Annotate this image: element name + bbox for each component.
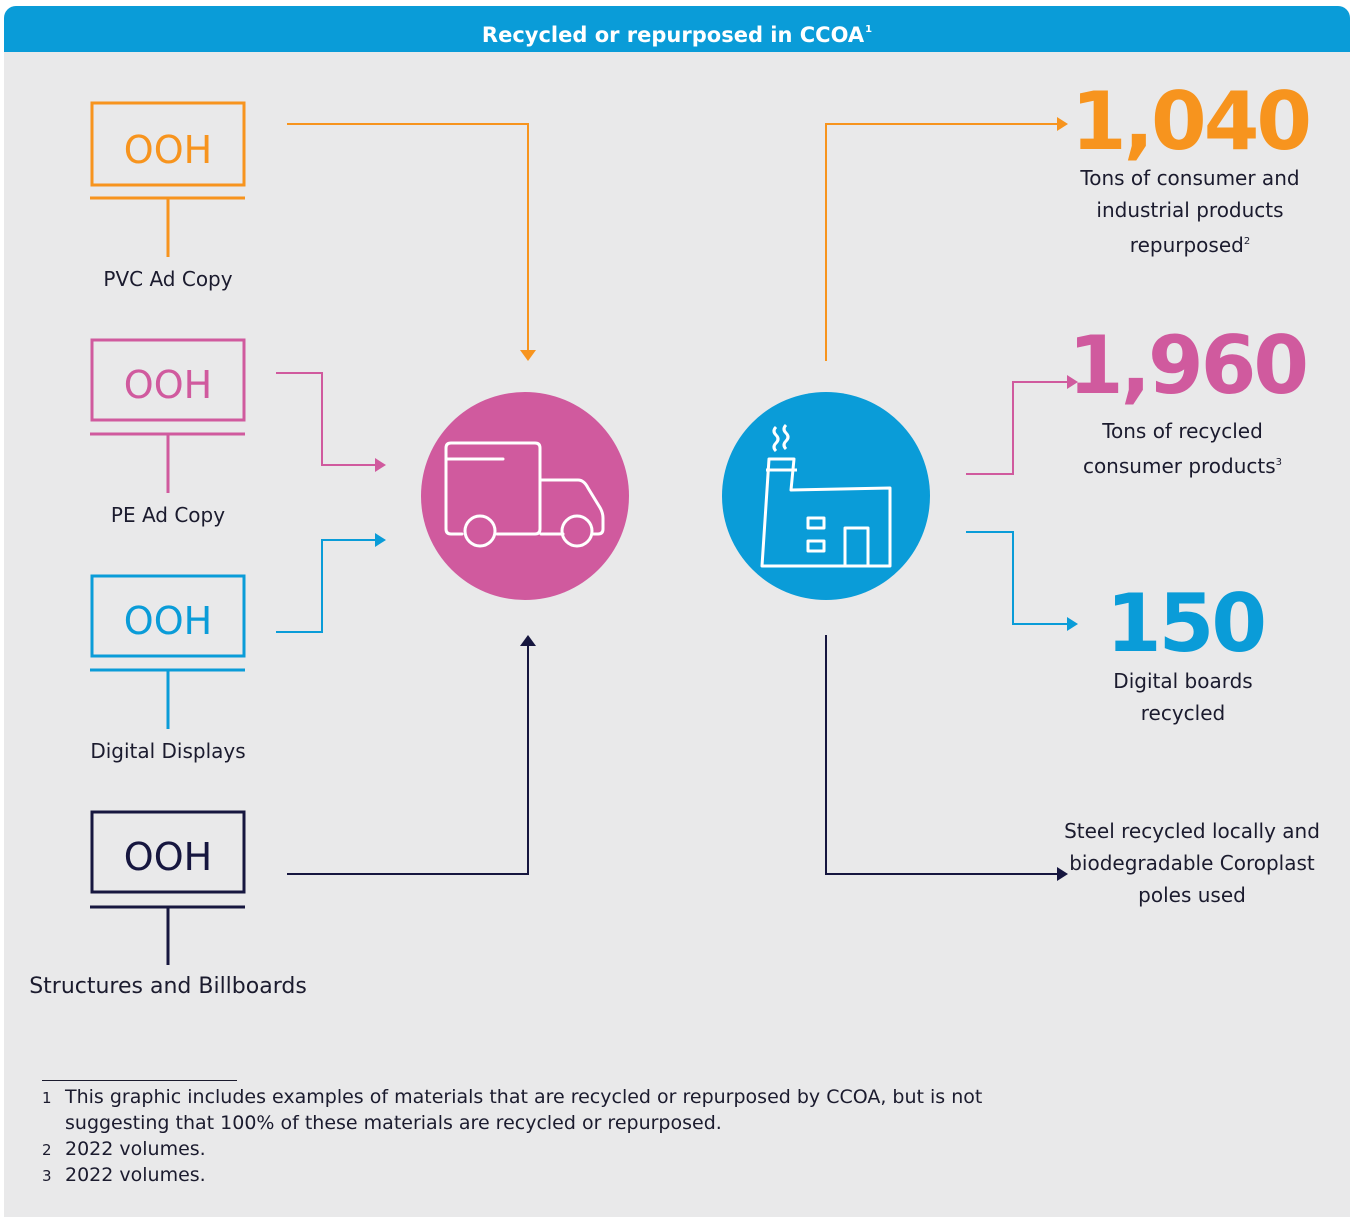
arrowhead-repurposed: [1057, 117, 1068, 131]
truck-icon: [444, 441, 605, 548]
arrow-structures-to-truck: [287, 644, 529, 875]
arrowhead-digital-out: [1067, 617, 1078, 631]
output-repurposed-text: Tons of consumer and industrial products…: [1080, 166, 1300, 257]
sign-structures-board: [90, 810, 246, 894]
factory-icon: [760, 423, 892, 568]
footnotes: 1 This graphic includes examples of mate…: [42, 1080, 1042, 1188]
output-steel-desc: Steel recycled locally and biodegradable…: [1057, 815, 1327, 911]
sign-pe: OOH: [90, 338, 246, 493]
output-recycled-footnote-mark: 3: [1275, 457, 1283, 468]
sign-pvc-text: OOH: [124, 128, 212, 172]
footnote-2-text: 2022 volumes.: [65, 1138, 206, 1160]
arrowhead-structures: [520, 635, 536, 646]
arrow-factory-to-repurposed: [825, 123, 1058, 361]
header-title: Recycled or repurposed in CCOA: [481, 23, 865, 47]
output-repurposed-desc: Tons of consumer and industrial products…: [1040, 162, 1340, 261]
footnote-2: 2 2022 volumes.: [42, 1136, 1042, 1162]
output-recycled-value: 1,960: [1068, 319, 1309, 412]
sign-pvc-label: PVC Ad Copy: [103, 267, 233, 291]
footnote-3-text: 2022 volumes.: [65, 1164, 206, 1186]
footnote-2-num: 2: [42, 1141, 52, 1159]
sign-digital: OOH: [90, 574, 246, 729]
arrowhead-recycled: [1067, 375, 1078, 389]
arrow-pe-to-truck: [276, 372, 376, 466]
footnote-1: 1 This graphic includes examples of mate…: [42, 1084, 1042, 1136]
footnote-rule: [42, 1080, 237, 1081]
arrowhead-steel: [1057, 867, 1068, 881]
output-digital-value: 150: [1106, 577, 1267, 670]
output-steel-text: Steel recycled locally and biodegradable…: [1064, 819, 1320, 907]
output-repurposed-value: 1,040: [1070, 75, 1312, 168]
header-footnote-mark: 1: [865, 24, 873, 35]
header-bar: Recycled or repurposed in CCOA1: [4, 6, 1350, 52]
sign-pvc: OOH: [90, 101, 246, 257]
sign-structures: OOH: [90, 810, 246, 965]
sign-digital-board: [90, 574, 246, 658]
output-digital-text: Digital boards recycled: [1113, 669, 1253, 725]
sign-pe-text: OOH: [124, 363, 212, 407]
sign-structures-text: OOH: [124, 835, 212, 879]
footnote-1-text: This graphic includes examples of materi…: [65, 1086, 983, 1134]
footnote-1-num: 1: [42, 1089, 52, 1107]
arrow-digital-to-truck: [276, 539, 376, 633]
arrow-factory-to-recycled: [966, 381, 1068, 475]
sign-pe-board: [90, 338, 246, 422]
sign-digital-label: Digital Displays: [90, 739, 246, 763]
footnote-3-num: 3: [42, 1167, 52, 1185]
arrowhead-pe: [375, 458, 386, 472]
footnote-3: 3 2022 volumes.: [42, 1162, 1042, 1188]
output-recycled-desc: Tons of recycled consumer products3: [1050, 415, 1315, 482]
truck-hub: [421, 392, 629, 600]
truck-circle: [421, 392, 629, 600]
arrowhead-digital: [375, 533, 386, 547]
factory-circle: [722, 392, 930, 600]
sign-pe-label: PE Ad Copy: [110, 503, 226, 527]
sign-digital-text: OOH: [124, 599, 212, 643]
arrowhead-pvc: [520, 350, 536, 361]
infographic-panel: Recycled or repurposed in CCOA1: [4, 6, 1350, 1217]
arrow-pvc-to-truck: [287, 123, 529, 352]
arrow-factory-to-steel: [825, 635, 1058, 875]
output-repurposed-footnote-mark: 2: [1243, 236, 1251, 247]
output-digital-desc: Digital boards recycled: [1083, 665, 1283, 729]
output-recycled-text: Tons of recycled consumer products: [1082, 419, 1276, 478]
sign-structures-label: Structures and Billboards: [29, 974, 307, 999]
factory-hub: [722, 392, 930, 600]
arrow-factory-to-digital: [966, 531, 1068, 625]
sign-pvc-board: [90, 101, 246, 187]
